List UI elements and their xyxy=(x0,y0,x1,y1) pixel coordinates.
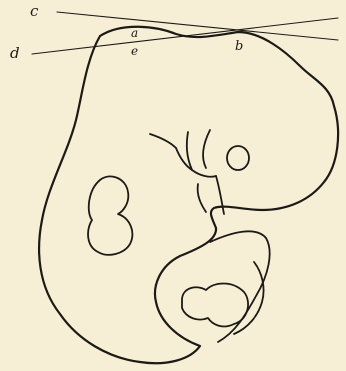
label-a: a xyxy=(131,26,138,40)
label-e: e xyxy=(131,44,138,58)
branching-structure xyxy=(150,130,224,214)
limb-bud-left xyxy=(88,176,132,254)
label-b: b xyxy=(235,39,243,54)
label-c: c xyxy=(30,2,39,20)
eye-vesicle xyxy=(227,146,249,170)
lower-lobes xyxy=(182,284,248,327)
body-outline xyxy=(39,27,338,363)
label-d: d xyxy=(10,44,20,62)
guide-lines xyxy=(32,12,338,54)
